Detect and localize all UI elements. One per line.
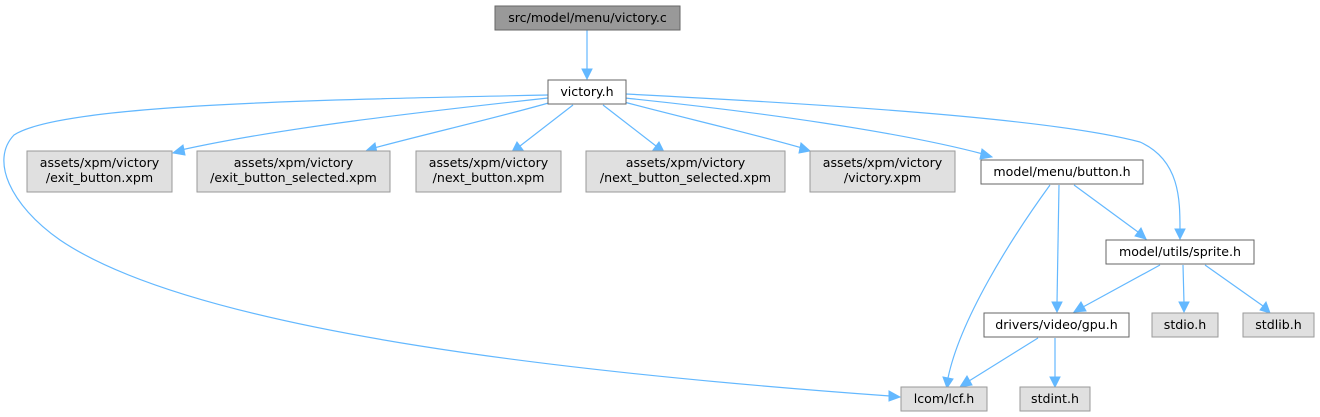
node-label-line1: assets/xpm/victory: [823, 155, 943, 170]
edge-victory-h-to-lcf-h: [3, 94, 891, 397]
arrow-head: [1178, 301, 1190, 314]
node-box: [809, 150, 956, 193]
node-exit-button-xpm: assets/xpm/victory /exit_button.xpm: [26, 150, 173, 193]
edge-button-h-to-gpu-h: [1056, 184, 1060, 304]
arrow-head: [171, 144, 186, 156]
node-stdio-h: stdio.h: [1151, 312, 1219, 338]
node-root-victory-c: src/model/menu/victory.c: [494, 5, 681, 31]
edge-button-h-to-sprite-h: [1073, 184, 1139, 233]
edge-sprite-h-to-gpu-h: [1082, 264, 1161, 308]
node-box: [1019, 386, 1091, 412]
node-box: [415, 150, 562, 193]
edge-victory-h-to-exit-button-xpm: [180, 97, 549, 151]
node-label-line2: /exit_button.xpm: [46, 170, 153, 185]
node-box: [26, 150, 173, 193]
edge-button-h-to-lcf-h: [947, 184, 1051, 379]
edge-victory-h-to-victory-xpm: [623, 101, 803, 149]
node-label-line2: /victory.xpm: [844, 170, 921, 185]
edge-sprite-h-to-stdlib-h: [1204, 264, 1264, 307]
node-label: stdio.h: [1164, 317, 1206, 332]
node-box: [547, 79, 627, 105]
node-next-button-selected-xpm: assets/xpm/victory /next_button_selected…: [585, 150, 786, 193]
edge-sprite-h-to-stdio-h: [1182, 264, 1185, 304]
arrow-head: [1051, 301, 1063, 314]
node-label-line1: assets/xpm/victory: [626, 155, 746, 170]
node-next-button-xpm: assets/xpm/victory /next_button.xpm: [415, 150, 562, 193]
edges: [3, 30, 1271, 402]
node-label-line2: /exit_button_selected.xpm: [210, 170, 377, 185]
node-label: src/model/menu/victory.c: [508, 10, 667, 25]
arrow-head: [581, 68, 593, 81]
node-stdlib-h: stdlib.h: [1242, 312, 1315, 338]
arrow-head: [1072, 301, 1087, 313]
node-label: lcom/lcf.h: [914, 391, 975, 406]
node-box: [1151, 312, 1219, 338]
node-label-line1: assets/xpm/victory: [234, 155, 354, 170]
arrow-head: [1049, 376, 1061, 389]
node-label-line2: /next_button_selected.xpm: [600, 170, 771, 185]
node-victory-h[interactable]: victory.h: [547, 79, 627, 105]
node-victory-xpm: assets/xpm/victory /victory.xpm: [809, 150, 956, 193]
node-box: [1105, 239, 1255, 265]
arrow-head: [1259, 300, 1271, 314]
arrow-head: [888, 390, 902, 402]
node-label-line1: assets/xpm/victory: [429, 155, 549, 170]
node-sprite-h[interactable]: model/utils/sprite.h: [1105, 239, 1255, 265]
edge-victory-h-to-exit-button-selected-xpm: [373, 101, 553, 149]
edge-victory-h-to-next-button-selected-xpm: [602, 104, 657, 147]
node-gpu-h[interactable]: drivers/video/gpu.h: [983, 312, 1130, 338]
node-box: [983, 312, 1130, 338]
arrow-head: [1174, 228, 1186, 241]
edge-victory-h-to-sprite-h: [625, 93, 1181, 231]
arrow-head: [1134, 227, 1147, 240]
edge-victory-h-to-next-button-xpm: [519, 104, 574, 147]
node-box: [494, 5, 681, 31]
node-button-h[interactable]: model/menu/button.h: [980, 159, 1144, 185]
node-lcf-h: lcom/lcf.h: [900, 386, 988, 412]
node-box: [900, 386, 988, 412]
node-label-line2: /next_button.xpm: [433, 170, 545, 185]
arrow-head: [958, 375, 973, 388]
arrow-head: [979, 148, 994, 160]
edge-gpu-h-to-lcf-h: [968, 337, 1039, 382]
arrow-head: [798, 142, 812, 154]
node-label: victory.h: [560, 84, 613, 99]
node-label: model/utils/sprite.h: [1119, 244, 1241, 259]
node-label-line1: assets/xpm/victory: [40, 155, 160, 170]
node-box: [1242, 312, 1315, 338]
node-label: drivers/video/gpu.h: [995, 317, 1117, 332]
nodes: src/model/menu/victory.c victory.h asset…: [26, 5, 1315, 412]
edge-victory-h-to-button-h: [624, 97, 984, 155]
node-box: [585, 150, 786, 193]
arrow-head: [942, 376, 954, 390]
node-label: model/menu/button.h: [993, 164, 1130, 179]
node-stdint-h: stdint.h: [1019, 386, 1091, 412]
node-label: stdint.h: [1031, 391, 1079, 406]
node-box: [196, 150, 391, 193]
node-exit-button-selected-xpm: assets/xpm/victory /exit_button_selected…: [196, 150, 391, 193]
node-box: [980, 159, 1144, 185]
node-label: stdlib.h: [1255, 317, 1301, 332]
